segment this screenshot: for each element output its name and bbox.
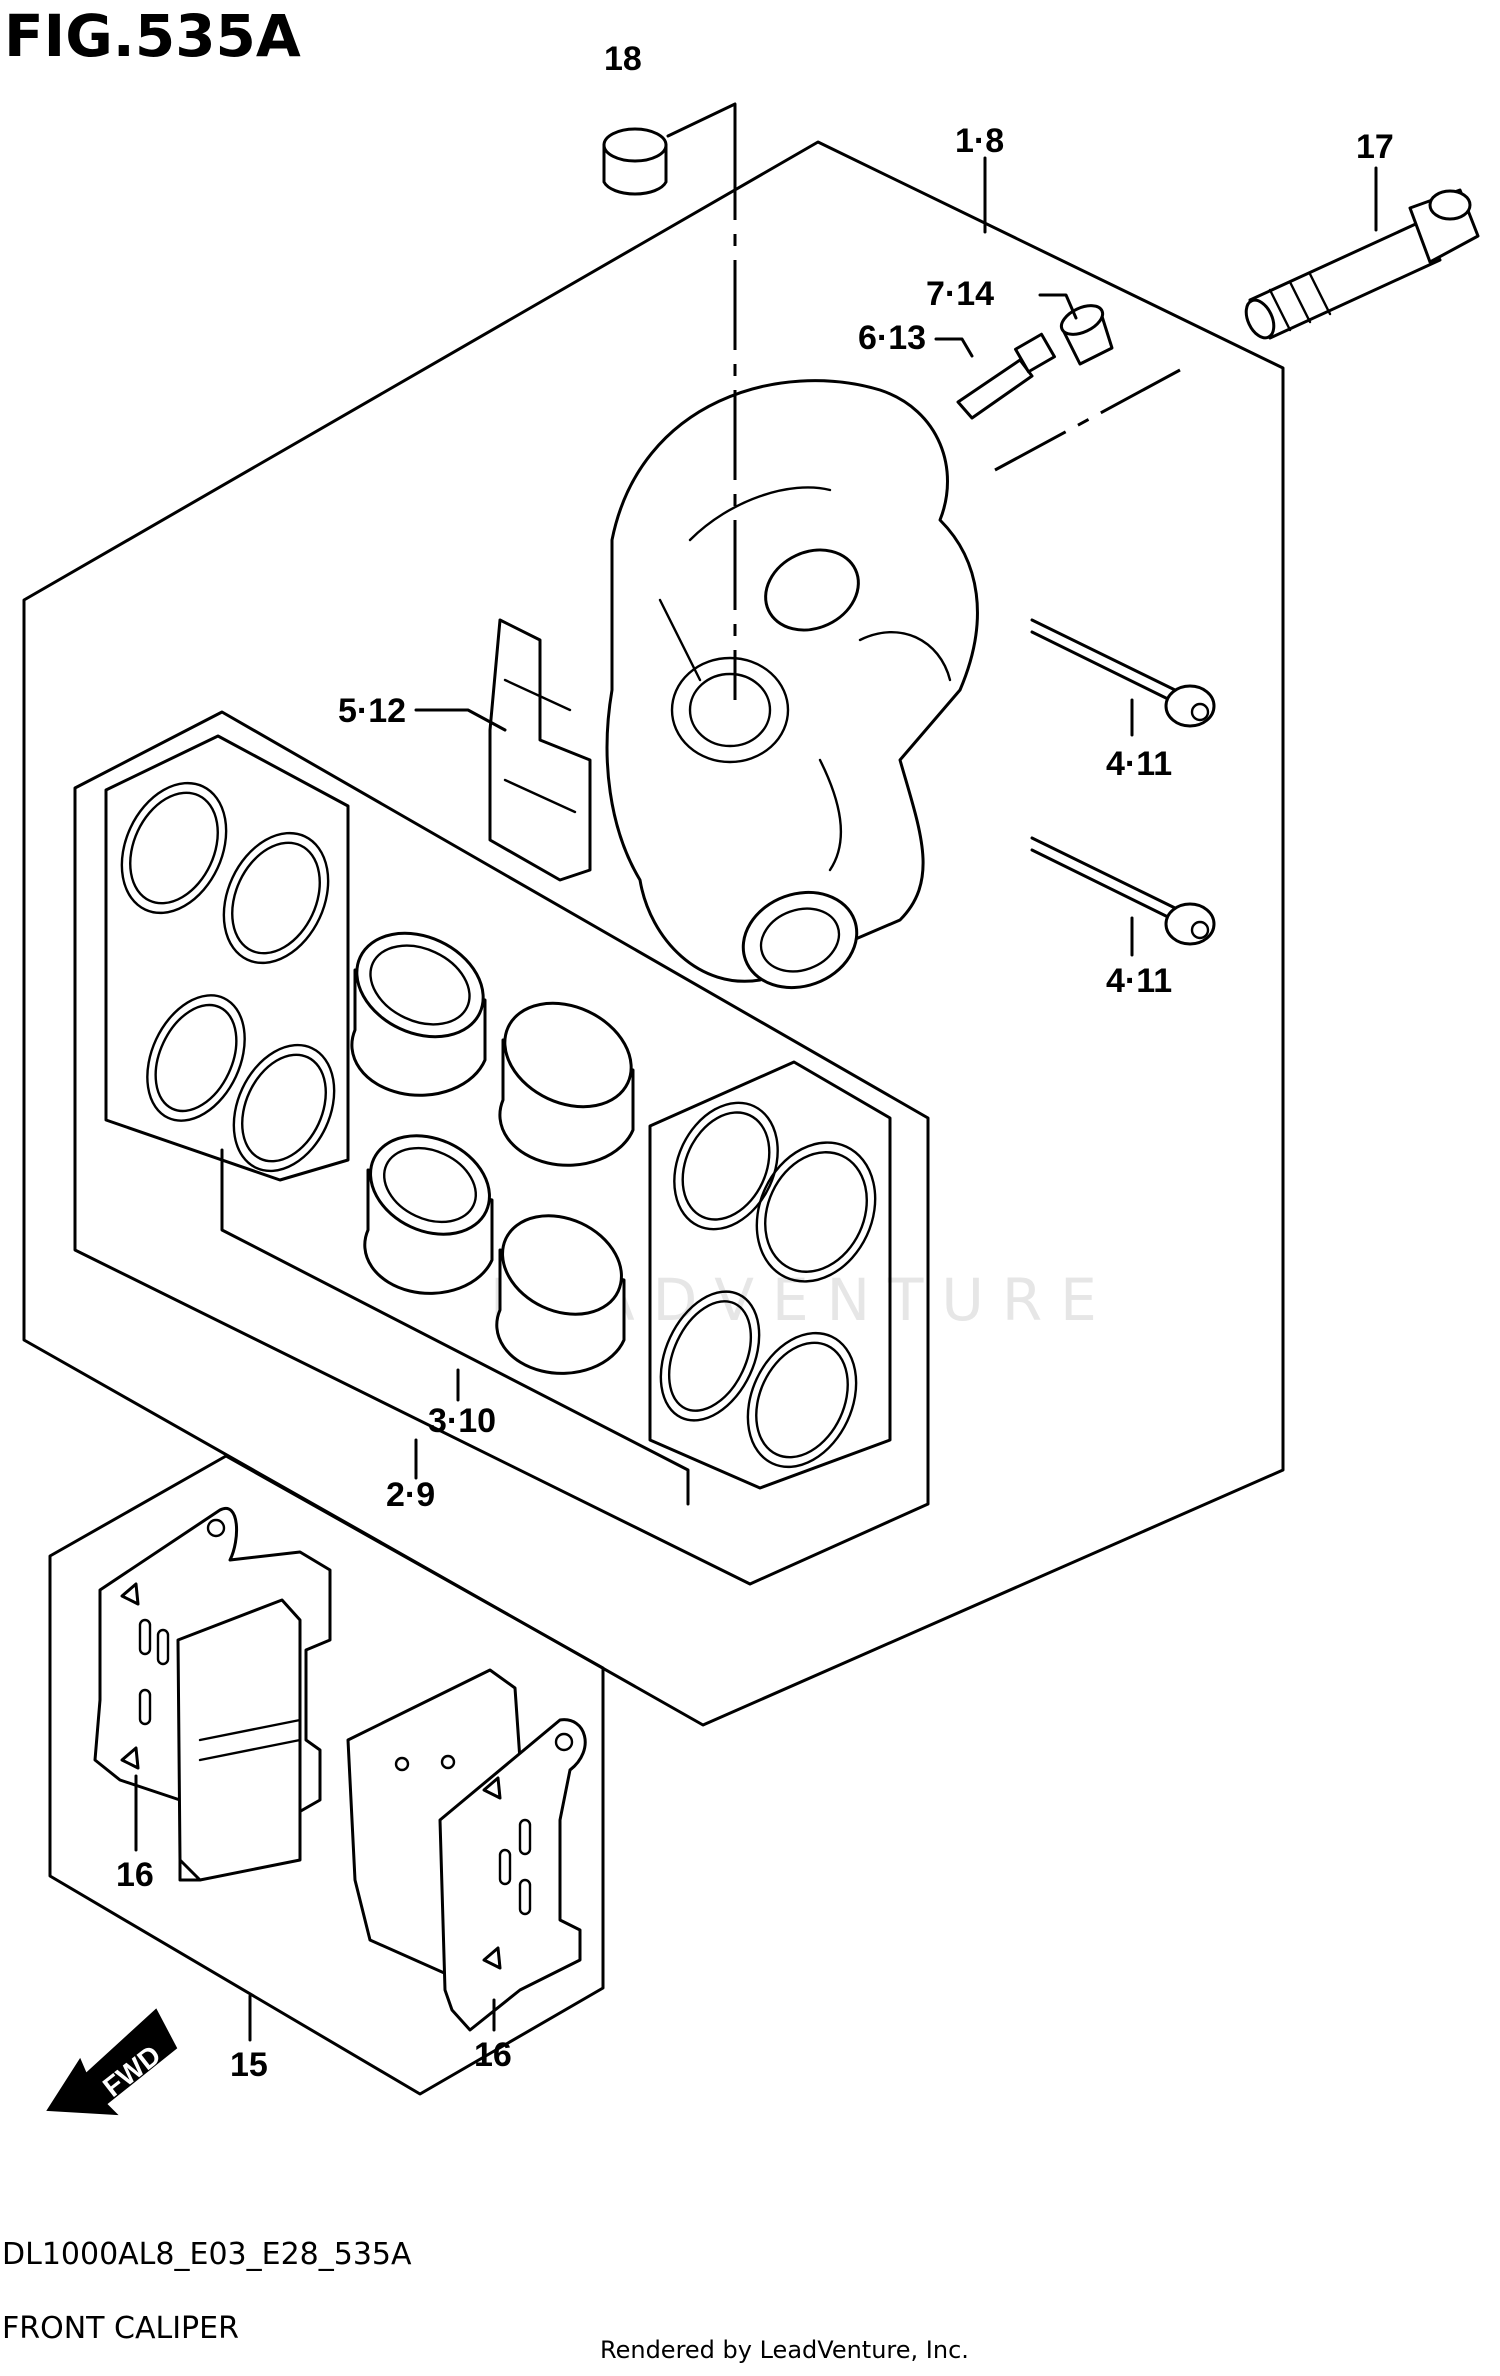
callout-15: 15: [230, 2046, 268, 2084]
piston: [498, 1001, 635, 1167]
mounting-bolt: [1244, 188, 1480, 340]
model-code: DL1000AL8_E03_E28_535A: [2, 2237, 412, 2272]
pad-pin: [1030, 836, 1216, 946]
bushing: [602, 127, 668, 196]
dust-seal-ring: [232, 1043, 336, 1173]
brake-pad: [346, 1668, 587, 2032]
piston-seal-ring: [222, 831, 330, 965]
pad-spring: [488, 618, 592, 882]
dust-seal-ring: [746, 1331, 858, 1469]
piston-seal-ring: [673, 1101, 779, 1231]
piston: [350, 931, 487, 1097]
callout-3-10: 3·10: [428, 1402, 496, 1440]
dust-seal-ring: [659, 1290, 761, 1422]
piston-seal-ring: [755, 1141, 877, 1283]
piston-seal-ring: [120, 781, 228, 915]
brake-pad: [93, 1506, 332, 1882]
callout-16-left: 16: [116, 1856, 154, 1894]
render-credit: Rendered by LeadVenture, Inc.: [600, 2336, 969, 2364]
callout-2-9: 2·9: [386, 1476, 435, 1514]
seal-box-right: [648, 1060, 892, 1490]
callout-1-8: 1·8: [955, 122, 1004, 160]
callout-5-12: 5·12: [338, 692, 406, 730]
figure-title: FIG.535A: [4, 2, 301, 70]
callout-6-13: 6·13: [858, 319, 926, 357]
forward-direction-badge: FWD: [46, 2008, 178, 2116]
piston: [363, 1134, 494, 1295]
callout-18: 18: [604, 40, 642, 78]
caliper-body: [605, 379, 979, 990]
figure-caption: FRONT CALIPER: [2, 2311, 239, 2346]
callout-17: 17: [1356, 128, 1394, 166]
pad-pin: [1030, 618, 1216, 728]
dust-seal-ring: [146, 994, 246, 1122]
brake-pad-set-boundary: [48, 1454, 605, 2096]
caliper-assembly-boundary: [22, 140, 1285, 1727]
callout-7-14: 7·14: [926, 275, 994, 313]
callout-4-11-upper: 4·11: [1106, 745, 1172, 783]
callout-4-11-lower: 4·11: [1106, 962, 1172, 1000]
piston-seal-bracket: [220, 1148, 690, 1506]
seal-box-left: [104, 734, 350, 1182]
bleeder-valve: [956, 332, 1056, 420]
bleeder-cap: [1059, 304, 1114, 366]
seal-kit-boundary: [73, 710, 930, 1586]
piston: [495, 1214, 626, 1375]
callout-16-right: 16: [474, 2036, 512, 2074]
